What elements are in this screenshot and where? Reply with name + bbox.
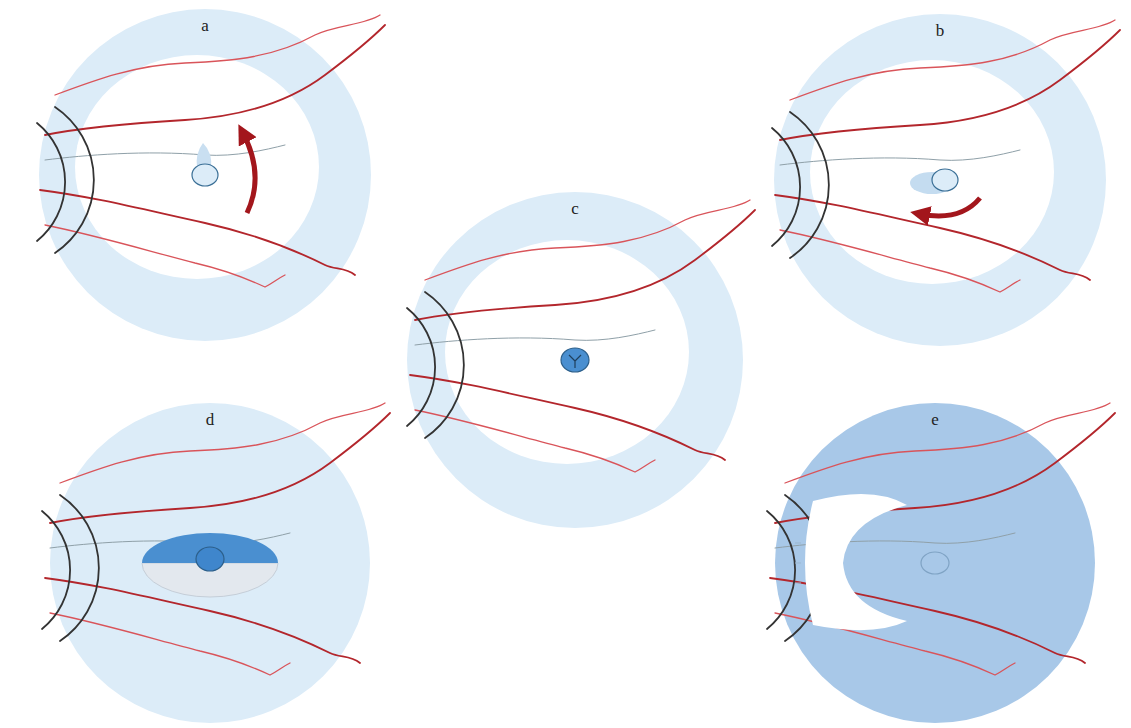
- panel-disk-fill: [50, 403, 370, 723]
- panel-disk-fill: [39, 9, 371, 341]
- fundus-c: [407, 200, 755, 472]
- fundus-b: [772, 20, 1120, 292]
- fundus-panel: d: [50, 403, 370, 723]
- panel-disk: [50, 403, 370, 723]
- fundus-a: [37, 15, 385, 287]
- fundus-panel: a: [39, 9, 371, 341]
- panel-letter: a: [201, 17, 209, 36]
- fundus-panel: e: [775, 403, 1095, 723]
- fundus-e: [767, 403, 1115, 675]
- panel-disk-fill: [774, 14, 1106, 346]
- panel-letter: b: [936, 22, 945, 41]
- panel-disk: [774, 14, 1106, 346]
- fundus-panel: c: [407, 192, 743, 528]
- panel-letter: c: [571, 200, 579, 219]
- fundus-d: [42, 403, 390, 675]
- panel-disk: [775, 403, 1095, 723]
- panel-disk-fill: [775, 403, 1095, 723]
- panel-letter: d: [206, 411, 215, 430]
- fundus-panel: b: [774, 14, 1106, 346]
- panel-disk-fill: [407, 192, 743, 528]
- panel-disk: [407, 192, 743, 528]
- panel-letter: e: [931, 411, 939, 430]
- panel-disk: [39, 9, 371, 341]
